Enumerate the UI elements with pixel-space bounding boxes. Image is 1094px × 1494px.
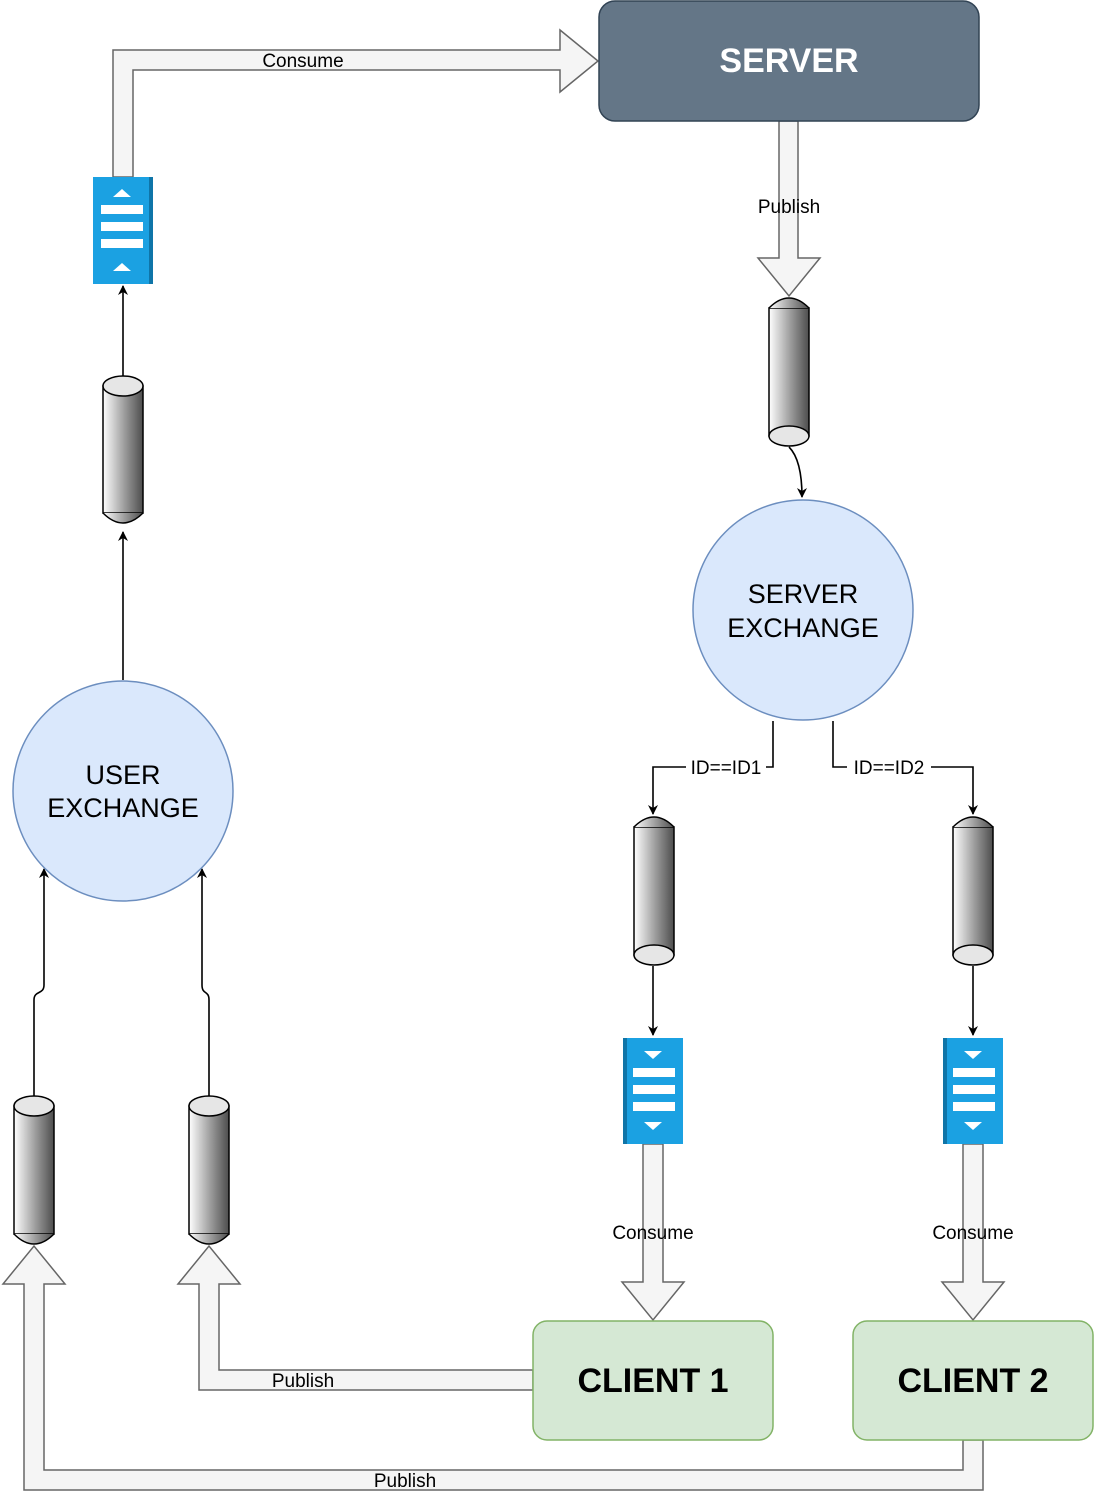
publish-label-client1: Publish	[272, 1371, 334, 1392]
user-exchange-label-line2: EXCHANGE	[47, 793, 199, 823]
client2-box[interactable]: CLIENT 2	[852, 1320, 1094, 1441]
consume-flow-arrow-client1	[620, 1143, 686, 1322]
consume-label-server: Consume	[262, 51, 343, 72]
route-id2-label-bg	[847, 756, 931, 778]
cylinder-user-exchange-out[interactable]	[102, 375, 144, 524]
cylinder-server-publish[interactable]	[768, 297, 810, 447]
server-title: SERVER	[719, 42, 858, 80]
route-id2-label: ID==ID2	[854, 758, 925, 779]
server-box[interactable]: SERVER	[598, 0, 980, 122]
consume-label-client1: Consume	[612, 1223, 693, 1244]
server-exchange-label-line2: EXCHANGE	[727, 613, 879, 643]
publish-flow-arrow-client1	[176, 1244, 534, 1391]
connector-server-queue-to-exchange	[788, 446, 807, 498]
user-exchange-node[interactable]: USER EXCHANGE	[12, 680, 234, 902]
publish-label-server: Publish	[758, 197, 820, 218]
client2-title: CLIENT 2	[897, 1362, 1048, 1400]
consume-flow-arrow-to-server	[112, 28, 600, 178]
connector-user-cyl1-to-exchange	[33, 868, 49, 1096]
publish-flow-arrow-server	[756, 120, 822, 298]
user-exchange-label-line1: USER	[85, 760, 160, 790]
publish-flow-arrow-client2	[1, 1244, 984, 1491]
queue-icon-client2[interactable]	[943, 1038, 1003, 1144]
cylinder-route-id2[interactable]	[952, 816, 994, 966]
route-id1-label: ID==ID1	[691, 758, 762, 779]
cylinder-route-id1[interactable]	[633, 816, 675, 966]
server-exchange-label-line1: SERVER	[748, 579, 859, 609]
route-id1-label-bg	[686, 756, 766, 778]
connector-user-cyl2-to-exchange	[197, 868, 210, 1096]
server-exchange-node[interactable]: SERVER EXCHANGE	[692, 499, 914, 721]
client1-box[interactable]: CLIENT 1	[532, 1320, 774, 1441]
queue-icon-client1[interactable]	[623, 1038, 683, 1144]
queue-icon-user[interactable]	[93, 177, 153, 284]
consume-flow-arrow-client2	[940, 1143, 1006, 1322]
publish-label-client2: Publish	[374, 1471, 436, 1492]
client1-title: CLIENT 1	[577, 1362, 728, 1400]
consume-label-client2: Consume	[932, 1223, 1013, 1244]
cylinder-user-publish-2[interactable]	[188, 1095, 230, 1245]
cylinder-user-publish-1[interactable]	[13, 1095, 55, 1245]
